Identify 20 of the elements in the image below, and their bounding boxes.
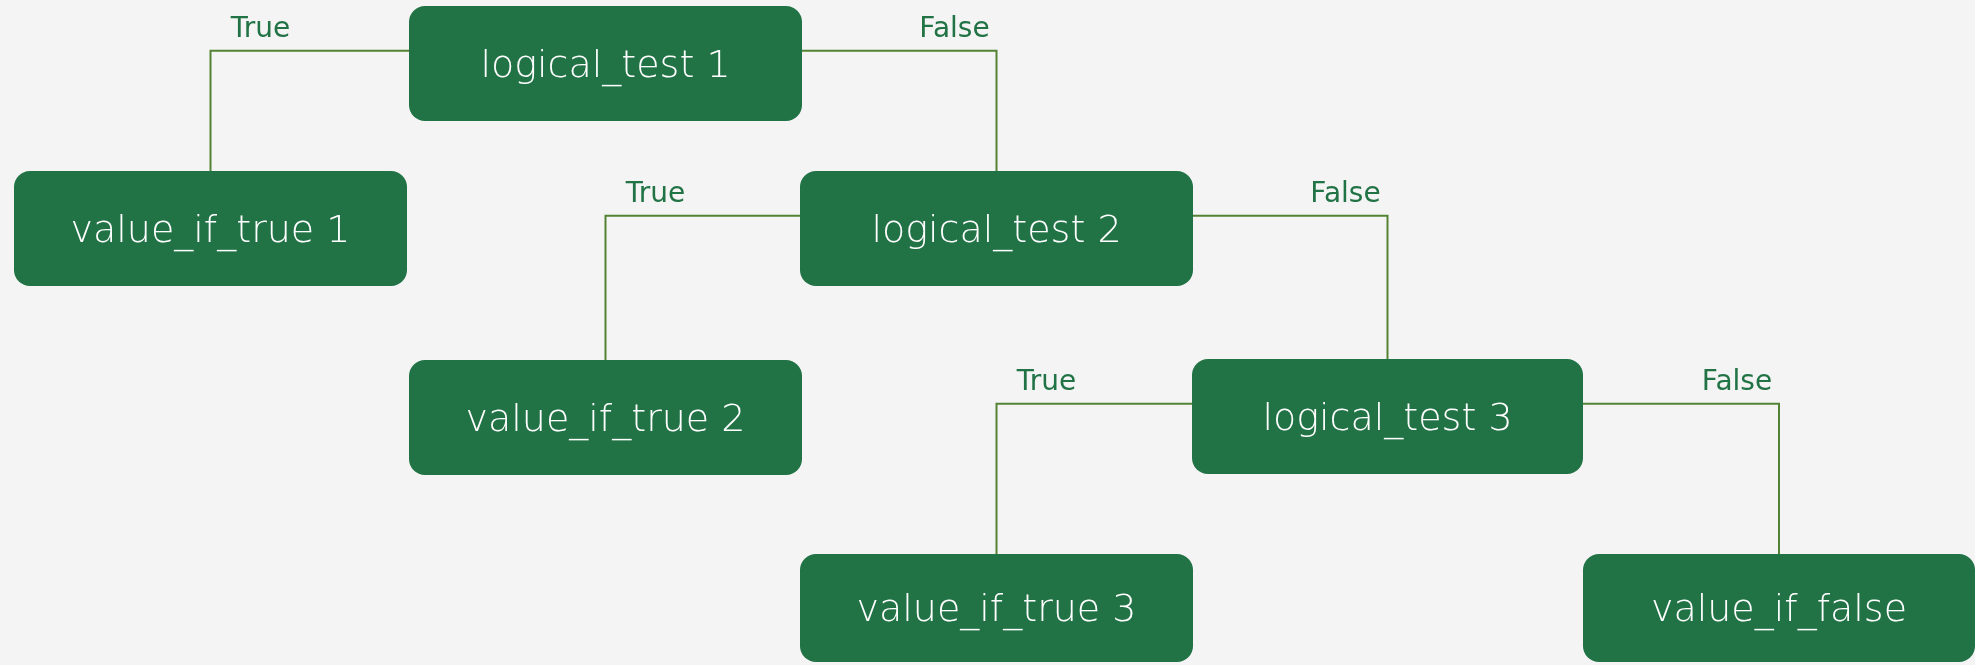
connector-line [209,49,410,172]
node-text: logical_test 3 [1262,394,1513,439]
process-box [14,171,407,286]
process-box [1192,359,1583,474]
node-text: value_if_false [1650,586,1908,630]
node-text: logical_test 2 [871,206,1122,251]
process-box [409,360,802,475]
connector-line [1192,214,1389,360]
node-text: logical_test 1 [480,41,731,86]
connector-line [995,402,1193,555]
process-box [800,554,1193,662]
process-box [409,6,802,121]
connector-line [604,214,801,361]
process-box [1583,554,1975,662]
connector-line [1582,402,1780,555]
connector-line [801,49,998,172]
node-text: value_if_true 3 [856,586,1137,630]
node-text: value_if_true 1 [70,206,351,251]
node-text: value_if_true 2 [465,395,746,440]
process-box [800,171,1193,286]
